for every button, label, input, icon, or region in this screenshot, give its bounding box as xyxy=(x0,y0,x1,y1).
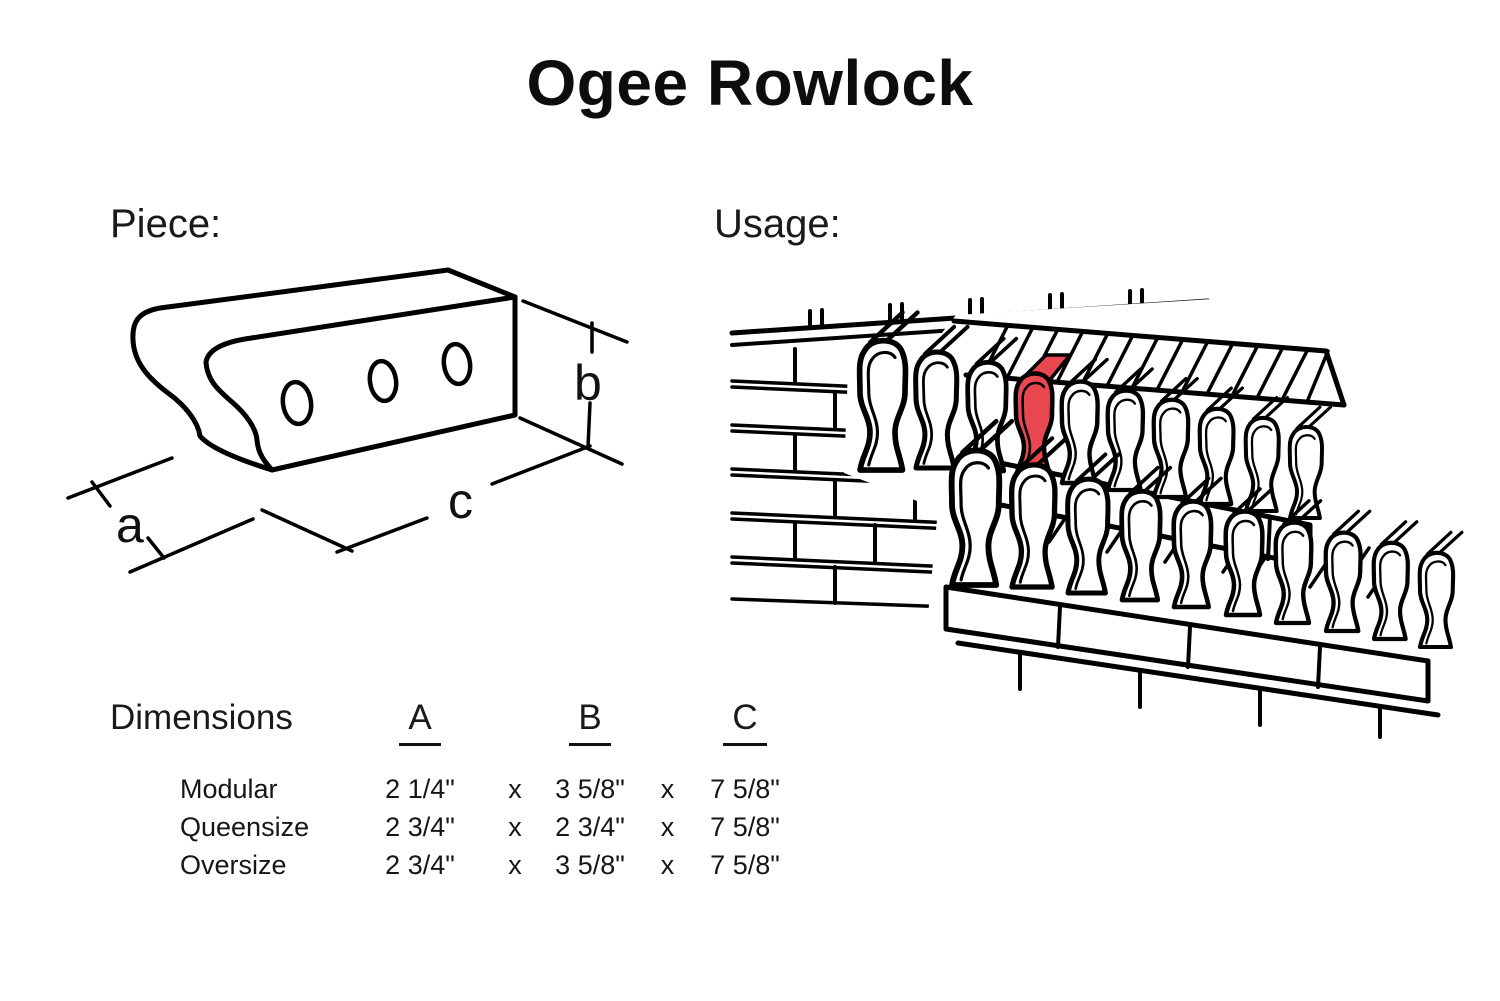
column-header-a: A xyxy=(399,698,441,746)
dimensions-table: Dimensions A B C Modular 2 1/4" x 3 5/8"… xyxy=(110,698,930,884)
separator: x xyxy=(508,850,522,880)
core-hole xyxy=(441,341,473,387)
dim-label-a: a xyxy=(116,497,144,553)
row-label: Queensize xyxy=(180,812,310,842)
dimension-b-lines xyxy=(521,299,629,449)
page-title: Ogee Rowlock xyxy=(526,47,974,119)
cell-b: 3 5/8" xyxy=(555,850,625,880)
dimension-a-lines xyxy=(66,456,255,574)
cell-c: 7 5/8" xyxy=(710,850,780,880)
dimensions-table-header: Dimensions A B C xyxy=(110,698,930,746)
dim-label-b: b xyxy=(574,355,602,411)
separator: x xyxy=(508,774,522,804)
core-hole xyxy=(280,379,314,427)
dimensions-title: Dimensions xyxy=(110,698,293,737)
brick-silhouette xyxy=(130,267,518,473)
separator: x xyxy=(660,774,675,804)
separator: x xyxy=(660,850,675,880)
piece-section-label: Piece: xyxy=(110,202,222,246)
cell-b: 2 3/4" xyxy=(555,812,625,842)
cell-b: 3 5/8" xyxy=(555,774,625,804)
dimension-c-lines xyxy=(260,416,624,554)
table-row: Modular 2 1/4" x 3 5/8" x 7 5/8" xyxy=(110,770,930,808)
usage-illustration xyxy=(729,288,1492,739)
dimensions-table-rows: Modular 2 1/4" x 3 5/8" x 7 5/8" Queensi… xyxy=(110,770,930,884)
cell-a: 2 3/4" xyxy=(385,812,455,842)
core-hole xyxy=(367,358,399,404)
cell-c: 7 5/8" xyxy=(710,812,780,842)
separator: x xyxy=(508,812,522,842)
cell-a: 2 1/4" xyxy=(385,774,455,804)
row-label: Oversize xyxy=(180,850,287,880)
cell-a: 2 3/4" xyxy=(385,850,455,880)
table-row: Oversize 2 3/4" x 3 5/8" x 7 5/8" xyxy=(110,846,930,884)
separator: x xyxy=(660,812,675,842)
column-header-b: B xyxy=(569,698,611,746)
dim-label-c: c xyxy=(448,473,473,529)
row-label: Modular xyxy=(180,774,278,804)
lower-step-face xyxy=(943,584,1441,739)
cell-c: 7 5/8" xyxy=(710,774,780,804)
table-row: Queensize 2 3/4" x 2 3/4" x 7 5/8" xyxy=(110,808,930,846)
column-header-c: C xyxy=(723,698,767,746)
piece-illustration: a c b xyxy=(66,267,629,574)
usage-section-label: Usage: xyxy=(714,202,841,246)
brick-front-top-edge xyxy=(203,294,518,473)
